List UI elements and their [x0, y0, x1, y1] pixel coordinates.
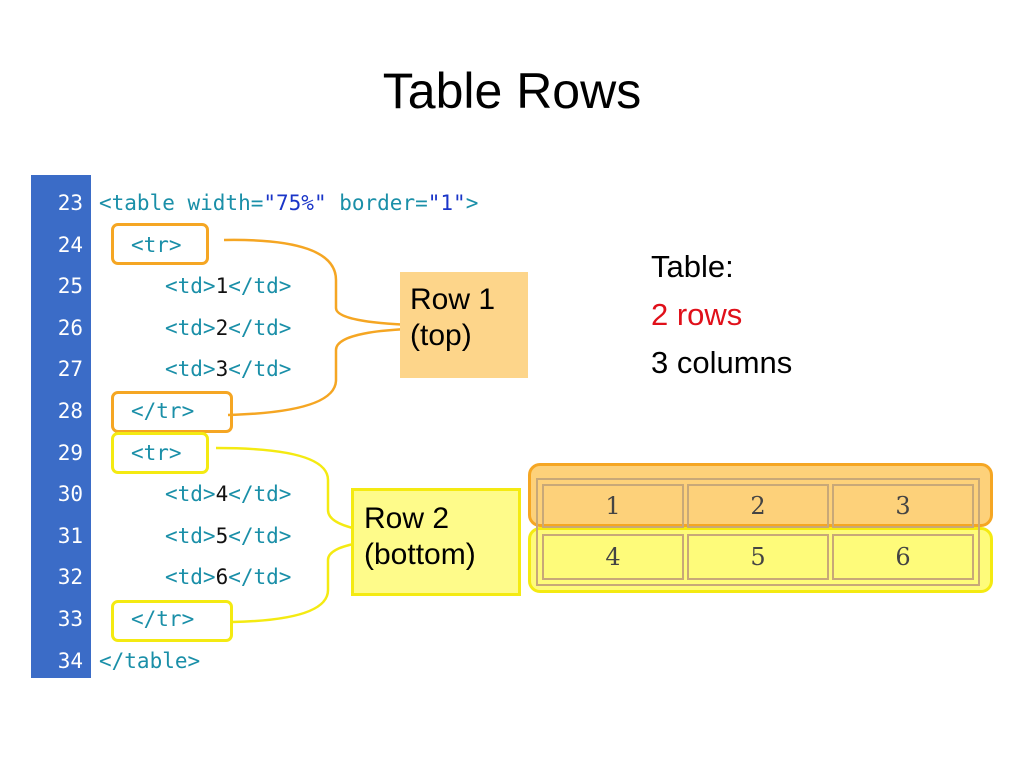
code-line-tr-close: </tr> — [131, 607, 195, 631]
line-number: 24 — [57, 233, 83, 257]
row2-preview-highlight — [528, 527, 993, 593]
table-cell: 5 — [687, 534, 829, 580]
code-listing: 23 24 25 26 27 28 29 30 31 32 33 34 <tab… — [31, 175, 631, 678]
row2-label: Row 2 (bottom) — [351, 488, 521, 596]
row2-open-highlight — [111, 432, 209, 474]
line-number: 32 — [57, 565, 83, 589]
row2-label-title: Row 2 — [364, 502, 450, 535]
row1-open-highlight — [111, 223, 209, 265]
line-number: 27 — [57, 357, 83, 381]
info-columns: 3 columns — [651, 345, 793, 380]
table-info: Table: 2 rows 3 columns — [651, 243, 792, 387]
line-number: 23 — [57, 191, 83, 215]
table-cell: 3 — [832, 484, 974, 528]
line-number: 26 — [57, 316, 83, 340]
rendered-table: 1 2 3 4 5 6 — [536, 478, 980, 586]
info-rows: 2 rows — [651, 297, 743, 332]
code-line-tr-open: <tr> — [131, 233, 182, 257]
table-cell: 2 — [687, 484, 829, 528]
code-line-td: <td>1</td> — [165, 274, 292, 298]
code-line-table-open: <table width="75%" border="1"> — [99, 191, 479, 215]
line-number: 31 — [57, 524, 83, 548]
line-number: 30 — [57, 482, 83, 506]
table-cell: 6 — [832, 534, 974, 580]
code-line-tr-close: </tr> — [131, 399, 195, 423]
line-number: 34 — [57, 649, 83, 673]
row1-label: Row 1 (top) — [400, 272, 528, 378]
row2-close-highlight — [111, 600, 233, 642]
row1-label-title: Row 1 — [410, 283, 496, 316]
code-line-td: <td>3</td> — [165, 357, 292, 381]
row1-close-highlight — [111, 391, 233, 433]
row1-connector-bottom — [227, 326, 451, 417]
line-number: 29 — [57, 441, 83, 465]
line-number: 25 — [57, 274, 83, 298]
code-line-td: <td>4</td> — [165, 482, 292, 506]
code-line-td: <td>5</td> — [165, 524, 292, 548]
row1-preview-highlight — [528, 463, 993, 527]
code-line-td: <td>2</td> — [165, 316, 292, 340]
info-heading: Table: — [651, 249, 734, 284]
slide-title: Table Rows — [382, 63, 642, 119]
line-number: 28 — [57, 399, 83, 423]
table-cell: 1 — [542, 484, 684, 528]
code-line-table-close: </table> — [99, 649, 201, 673]
line-number-gutter — [31, 175, 91, 678]
row2-label-subtitle: (bottom) — [364, 538, 476, 571]
code-line-tr-open: <tr> — [131, 441, 182, 465]
row1-connector-top — [223, 238, 451, 328]
table-cell: 4 — [542, 534, 684, 580]
line-number: 33 — [57, 607, 83, 631]
row1-label-subtitle: (top) — [410, 319, 472, 352]
code-line-td: <td>6</td> — [165, 565, 292, 589]
